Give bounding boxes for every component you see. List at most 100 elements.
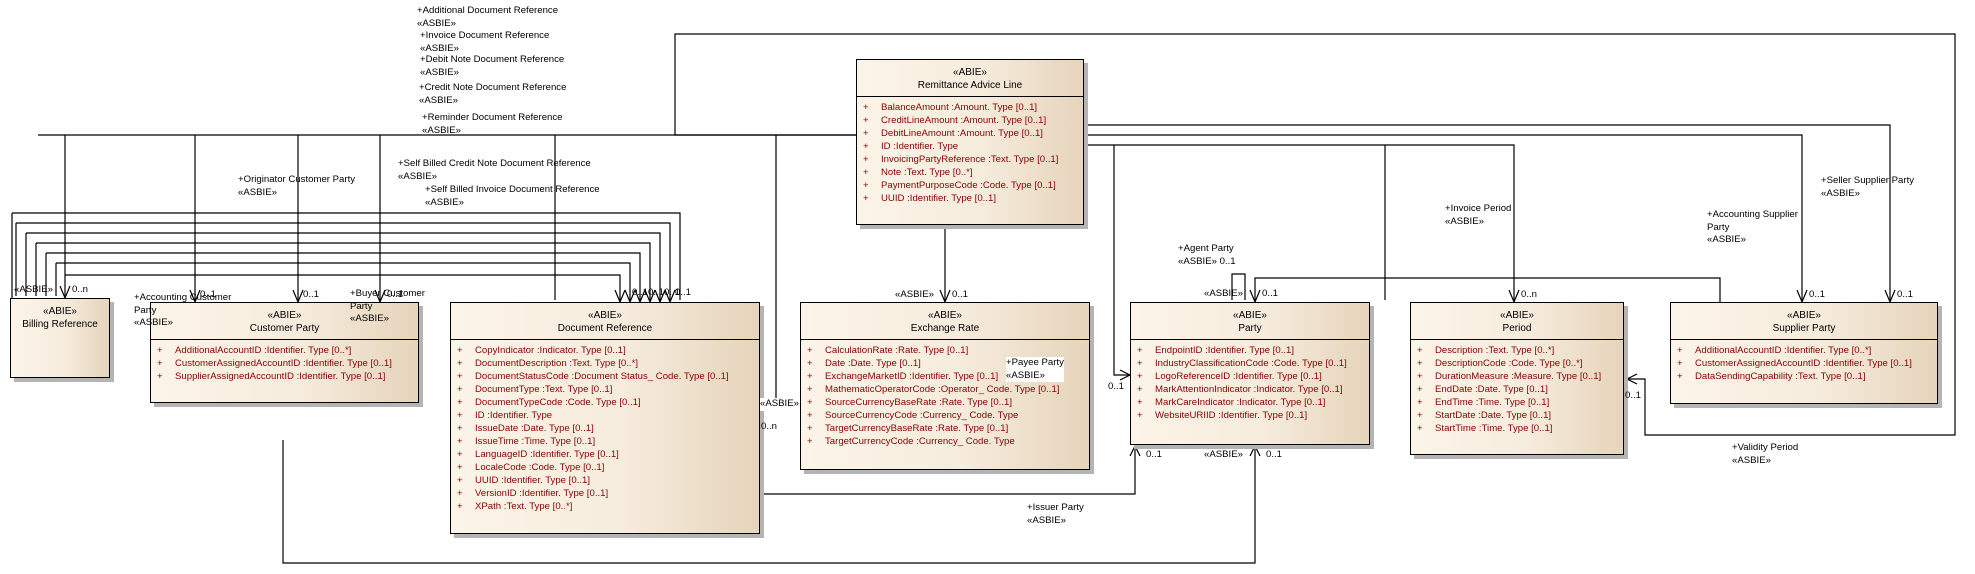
attribute-list: +EndpointID :Identifier. Type [0..1]+Ind…	[1131, 340, 1369, 422]
attribute-text: AdditionalAccountID :Identifier. Type [0…	[175, 345, 352, 356]
class-header: «ABIE» Customer Party	[151, 303, 418, 340]
attribute-row: +EndTime :Time. Type [0..1]	[1417, 396, 1623, 409]
role-label-debit-docref: +Debit Note Document Reference«ASBIE»	[420, 54, 565, 78]
attribute-row: +WebsiteURIID :Identifier. Type [0..1]	[1137, 409, 1369, 422]
class-header: «ABIE» Billing Reference	[11, 299, 109, 335]
attribute-text: BalanceAmount :Amount. Type [0..1]	[881, 102, 1038, 113]
attribute-row: +DebitLineAmount :Amount. Type [0..1]	[863, 127, 1083, 140]
visibility-public-icon: +	[863, 180, 869, 191]
role-label-invoice-docref: +Invoice Document Reference«ASBIE»	[420, 30, 550, 54]
multiplicity-docref-last: 0..1	[675, 287, 692, 298]
visibility-public-icon: +	[1137, 397, 1143, 408]
attribute-list: +BalanceAmount :Amount. Type [0..1]+Cred…	[857, 97, 1083, 205]
visibility-public-icon: +	[457, 358, 463, 369]
connector-issuer-party	[760, 446, 1136, 495]
visibility-public-icon: +	[1677, 371, 1683, 382]
class-header: «ABIE» Party	[1131, 303, 1369, 340]
visibility-public-icon: +	[1417, 410, 1423, 421]
role-label-agent-party: +Agent Party«ASBIE» 0..1	[1178, 243, 1236, 267]
class-supplier-party[interactable]: «ABIE» Supplier Party + AdditionalAccount…	[1670, 302, 1938, 404]
attribute-text: MathematicOperatorCode :Operator_ Code. …	[825, 384, 1060, 395]
attribute-row: +VersionID :Identifier. Type [0..1]	[457, 487, 759, 500]
attribute-list: +CalculationRate :Rate. Type [0..1]+Date…	[801, 340, 1089, 448]
connector-additional-docref	[674, 33, 1956, 436]
class-stereotype: «ABIE»	[267, 310, 302, 321]
role-label-reminder-docref: +Reminder Document Reference«ASBIE»	[422, 112, 563, 136]
attribute-text: EndpointID :Identifier. Type [0..1]	[1155, 345, 1295, 356]
arrowhead	[1625, 373, 1638, 385]
role-label-additional-docref: +Additional Document Reference«ASBIE»	[417, 5, 559, 29]
attribute-list: + AdditionalAccountID :Identifier. Type […	[1671, 340, 1937, 383]
attribute-row: +ID :Identifier. Type	[863, 140, 1083, 153]
connector-customer-party-bottom	[282, 440, 1256, 564]
role-label-validity-period: +Validity Period«ASBIE»	[1732, 442, 1799, 466]
attribute-row: +Note :Text. Type [0..*]	[863, 166, 1083, 179]
attribute-text: AdditionalAccountID :Identifier. Type [0…	[1695, 345, 1872, 356]
class-stereotype: «ABIE»	[953, 67, 987, 78]
visibility-public-icon: +	[863, 102, 869, 113]
attribute-row: +CopyIndicator :Indicator. Type [0..1]	[457, 344, 759, 357]
attribute-row: +Date :Date. Type [0..1]	[807, 357, 1089, 370]
attribute-row: +MarkAttentionIndicator :Indicator. Type…	[1137, 383, 1369, 396]
multiplicity-customer-1: 0..1	[200, 289, 217, 300]
visibility-public-icon: +	[1137, 358, 1143, 369]
attribute-text: DocumentDescription :Text. Type [0..*]	[475, 358, 638, 369]
attribute-text: PaymentPurposeCode :Code. Type [0..1]	[881, 180, 1056, 191]
class-remittance-advice-line[interactable]: «ABIE» Remittance Advice Line +BalanceAm…	[856, 59, 1084, 225]
class-billing-reference[interactable]: «ABIE» Billing Reference	[10, 298, 110, 378]
visibility-public-icon: +	[457, 384, 463, 395]
attribute-text: DocumentType :Text. Type [0..1]	[475, 384, 613, 395]
class-customer-party[interactable]: «ABIE» Customer Party +AdditionalAccount…	[150, 302, 419, 403]
attribute-text: MarkCareIndicator :Indicator. Type [0..1…	[1155, 397, 1326, 408]
visibility-public-icon: +	[457, 371, 463, 382]
attribute-row: +SourceCurrencyCode :Currency_ Code. Typ…	[807, 409, 1089, 422]
visibility-public-icon: +	[863, 141, 869, 152]
role-label-sb-invoice-docref: +Self Billed Invoice Document Reference«…	[425, 184, 600, 208]
class-exchange-rate[interactable]: «ABIE» Exchange Rate +CalculationRate :R…	[800, 302, 1090, 470]
visibility-public-icon: +	[807, 397, 813, 408]
attribute-row: +EndpointID :Identifier. Type [0..1]	[1137, 344, 1369, 357]
visibility-public-icon: +	[807, 410, 813, 421]
class-name: Document Reference	[557, 323, 653, 334]
attribute-row: + StartDate :Date. Type [0..1]	[1417, 409, 1623, 422]
visibility-public-icon: +	[1417, 371, 1423, 382]
attribute-row: +EndDate :Date. Type [0..1]	[1417, 383, 1623, 396]
attribute-row: +AdditionalAccountID :Identifier. Type […	[1677, 344, 1937, 357]
attribute-row: +ID :Identifier. Type	[457, 409, 759, 422]
attribute-row: +DocumentStatusCode :Document Status_ Co…	[457, 370, 759, 383]
attribute-row: +SupplierAssignedAccountID :Identifier. …	[157, 370, 418, 383]
attribute-row: +IssueDate :Date. Type [0..1]	[457, 422, 759, 435]
attribute-text: DebitLineAmount :Amount. Type [0..1]	[881, 128, 1043, 139]
attribute-text: StartDate :Date. Type [0..1]	[1435, 410, 1552, 421]
class-stereotype: «ABIE»	[1787, 310, 1821, 321]
visibility-public-icon: +	[807, 371, 813, 382]
connector-party-left	[1113, 145, 1130, 376]
attribute-list: +CopyIndicator :Indicator. Type [0..1]+D…	[451, 340, 759, 513]
attribute-text: Note :Text. Type [0..*]	[881, 167, 973, 178]
visibility-public-icon: +	[1417, 423, 1423, 434]
class-document-reference[interactable]: «ABIE» Document Reference +CopyIndicator…	[450, 302, 760, 534]
class-name: Party	[1238, 323, 1262, 334]
class-period[interactable]: «ABIE» Period +Description :Text. Type […	[1410, 302, 1624, 455]
role-label-invoice-period: +Invoice Period«ASBIE»	[1445, 203, 1512, 227]
arrowhead	[1129, 444, 1141, 457]
attribute-text: StartTime :Time. Type [0..1]	[1435, 423, 1553, 434]
attribute-text: VersionID :Identifier. Type [0..1]	[475, 488, 609, 499]
attribute-row: +IndustryClassificationCode :Code. Type …	[1137, 357, 1369, 370]
attribute-row: + MarkCareIndicator :Indicator. Type [0..…	[1137, 396, 1369, 409]
attribute-text: CopyIndicator :Indicator. Type [0..1]	[475, 345, 626, 356]
multiplicity-period: 0..n	[1521, 289, 1538, 300]
multiplicity-supplier-2: 0..1	[1897, 289, 1914, 300]
attribute-row: +TargetCurrencyBaseRate :Rate. Type [0..…	[807, 422, 1089, 435]
attribute-text: DataSendingCapability :Text. Type [0..1]	[1695, 371, 1866, 382]
attribute-row: + DataSendingCapability :Text. Type [0..1…	[1677, 370, 1937, 383]
class-name: Supplier Party	[1772, 323, 1836, 334]
attribute-list: +Description :Text. Type [0..*]+Descript…	[1411, 340, 1623, 435]
multiplicity-docref-group: 0..10..10..1	[632, 287, 681, 298]
connector-supplier-accounting	[1086, 134, 1803, 300]
multiplicity-exchange: 0..1	[952, 289, 969, 300]
class-party[interactable]: «ABIE» Party +EndpointID :Identifier. Ty…	[1130, 302, 1370, 445]
attribute-text: DocumentTypeCode :Code. Type [0..1]	[475, 397, 641, 408]
